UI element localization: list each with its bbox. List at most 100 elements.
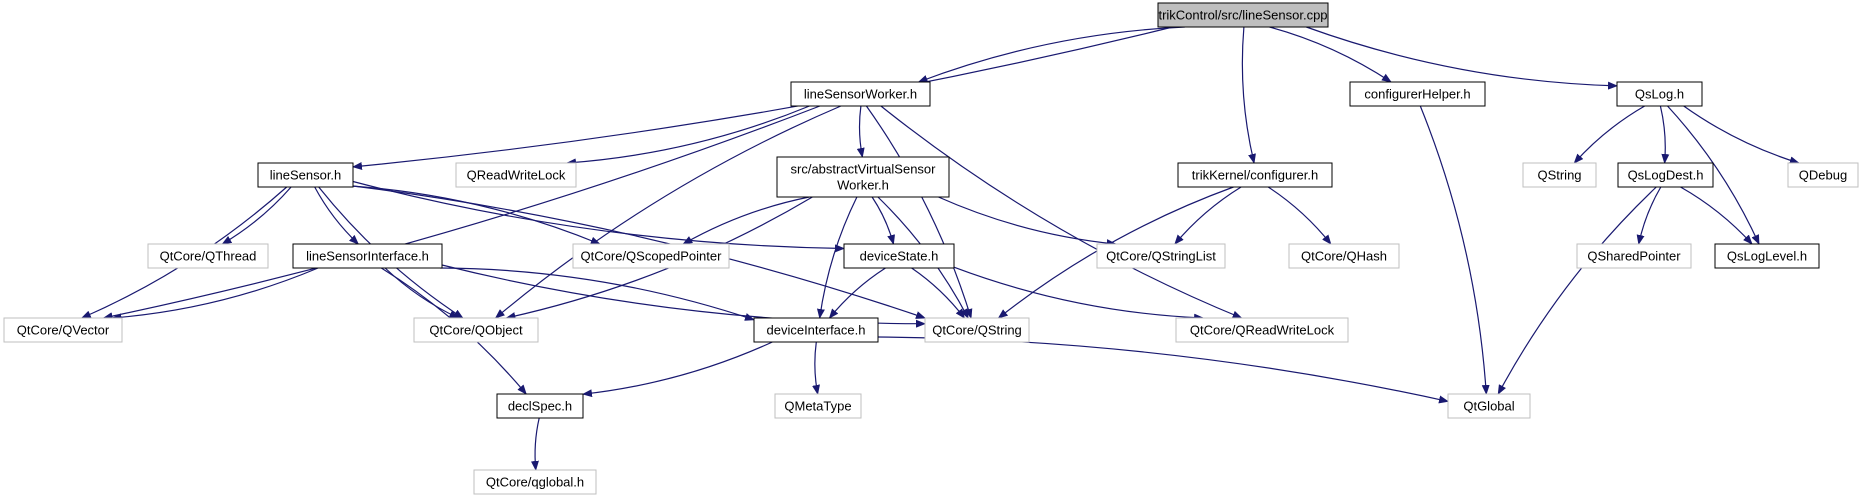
node-label: QString	[1537, 168, 1581, 183]
node-box	[413, 317, 539, 343]
node-box	[790, 81, 931, 107]
node-qglobalh: QtCore/qglobal.h	[473, 469, 597, 495]
node-label: QtCore/QStringList	[1106, 249, 1216, 264]
edge-abstractVirtual-to-qobject	[505, 196, 813, 320]
edge-qslog-to-qslogdest	[1659, 105, 1670, 164]
node-box	[572, 243, 730, 269]
edge-lineSensorInterface-to-qobject	[384, 267, 460, 319]
edge-lineSensorInterface-to-qvector	[111, 267, 319, 322]
edge-deviceState-to-qtcoreqreadwritelock	[953, 266, 1205, 322]
node-label: trikKernel/configurer.h	[1192, 168, 1318, 183]
edge-lineSensor-to-deviceState	[352, 180, 845, 253]
node-box	[455, 162, 577, 188]
node-lineSensorInterface[interactable]: lineSensorInterface.h	[292, 243, 443, 269]
node-root[interactable]: trikControl/src/lineSensor.cpp	[1157, 2, 1329, 28]
node-label: QMetaType	[784, 399, 851, 414]
node-qobject: QtCore/QObject	[413, 317, 539, 343]
edge-deviceInterface-to-qmetatype	[812, 341, 820, 395]
node-declspec[interactable]: declSpec.h	[496, 393, 584, 419]
edge-qslog-to-qdebug	[1683, 105, 1800, 165]
edge-configurerHelper-to-qglobal	[1419, 105, 1490, 395]
edge-deviceState-to-deviceInterface	[828, 267, 886, 319]
node-label: QtCore/QReadWriteLock	[1190, 323, 1335, 338]
node-qhash: QtCore/QHash	[1288, 243, 1400, 269]
node-label: src/abstractVirtualSensor	[791, 162, 937, 177]
edge-lineSensorWorker-to-abstractVirtual	[856, 105, 865, 158]
node-box	[1576, 243, 1692, 269]
edge-root-to-qslog	[1306, 26, 1618, 90]
node-deviceInterface[interactable]: deviceInterface.h	[753, 317, 879, 343]
edge-abstractVirtual-to-qstringlist	[938, 196, 1117, 248]
node-label: QReadWriteLock	[467, 168, 566, 183]
edge-lineSensor-to-qthread	[221, 186, 292, 245]
node-box	[1787, 162, 1859, 188]
node-box	[1447, 393, 1531, 419]
edge-qslogdest-to-qsharedpointer	[1636, 186, 1662, 245]
node-label: trikControl/src/lineSensor.cpp	[1158, 8, 1327, 23]
node-label: QtCore/QScopedPointer	[581, 249, 723, 264]
node-box	[1522, 162, 1597, 188]
node-box	[1175, 317, 1349, 343]
node-label: QtCore/qglobal.h	[486, 475, 584, 490]
edge-lineSensor-to-qscopedpointer	[352, 185, 601, 245]
edge-qslogdest-to-qglobal	[1497, 186, 1657, 395]
nodes-layer: trikControl/src/lineSensor.cpp lineSensor…	[3, 2, 1859, 495]
edge-lineSensorWorker-to-qobject	[494, 105, 842, 319]
node-label: QtCore/QObject	[429, 323, 523, 338]
node-label: lineSensorInterface.h	[306, 249, 429, 264]
node-qslog[interactable]: QsLog.h	[1616, 81, 1703, 107]
edge-abstractVirtual-to-deviceState	[871, 196, 895, 245]
edge-lineSensorInterface-to-deviceInterface	[440, 267, 755, 321]
node-box	[1349, 81, 1486, 107]
node-box	[3, 317, 123, 343]
node-qmetatype: QMetaType	[774, 393, 862, 419]
edge-lineSensorWorker-to-qreadwritelock_plain	[566, 105, 810, 167]
node-qsharedpointer: QSharedPointer	[1576, 243, 1692, 269]
node-qsloglevel[interactable]: QsLogLevel.h	[1714, 243, 1820, 269]
node-box	[924, 317, 1030, 343]
edge-abstractVirtual-to-qscopedpointer	[682, 196, 810, 245]
edge-root-to-lineSensorWorker	[917, 26, 1185, 83]
node-box	[292, 243, 443, 269]
node-label: configurerHelper.h	[1364, 87, 1470, 102]
node-box	[1096, 243, 1226, 269]
node-box	[1617, 162, 1714, 188]
node-qtcoreqreadwritelock: QtCore/QReadWriteLock	[1175, 317, 1349, 343]
edge-lineSensorWorker-to-qtcoreqreadwritelock	[880, 105, 1243, 319]
node-label: QsLogLevel.h	[1727, 249, 1807, 264]
edge-trikConfigurer-to-qstringlist	[1174, 186, 1242, 245]
node-label: lineSensor.h	[270, 168, 342, 183]
node-label: deviceState.h	[860, 249, 939, 264]
node-qtcoreqstring: QtCore/QString	[924, 317, 1030, 343]
node-qstringlist: QtCore/QStringList	[1096, 243, 1226, 269]
node-box	[147, 243, 269, 269]
node-label: QSharedPointer	[1587, 249, 1681, 264]
node-box	[1616, 81, 1703, 107]
edge-lineSensorWorker-to-qvector	[102, 105, 821, 321]
node-box	[753, 317, 879, 343]
edge-qslogdest-to-qsloglevel	[1680, 186, 1753, 245]
node-trikConfigurer[interactable]: trikKernel/configurer.h	[1177, 162, 1333, 188]
node-box	[1288, 243, 1400, 269]
node-lineSensorWorker[interactable]: lineSensorWorker.h	[790, 81, 931, 107]
edge-deviceInterface-to-qglobal	[877, 336, 1449, 404]
node-qslogdest[interactable]: QsLogDest.h	[1617, 162, 1714, 188]
edge-deviceState-to-qtcoreqstring	[911, 267, 966, 319]
node-qstring_plain: QString	[1522, 162, 1597, 188]
node-label: QsLogDest.h	[1628, 168, 1704, 183]
node-deviceState[interactable]: deviceState.h	[843, 243, 955, 269]
node-lineSensor[interactable]: lineSensor.h	[257, 162, 354, 188]
edge-qslog-to-qsloglevel	[1667, 105, 1760, 245]
node-qthread: QtCore/QThread	[147, 243, 269, 269]
node-box	[1714, 243, 1820, 269]
node-label: QtCore/QVector	[17, 323, 110, 338]
node-configurerHelper[interactable]: configurerHelper.h	[1349, 81, 1486, 107]
edge-root-to-trikConfigurer	[1241, 26, 1256, 164]
node-label: QtCore/QThread	[160, 249, 257, 264]
node-label: deviceInterface.h	[766, 323, 865, 338]
node-label: declSpec.h	[508, 399, 572, 414]
node-qdebug: QDebug	[1787, 162, 1859, 188]
node-label: Worker.h	[837, 178, 889, 193]
